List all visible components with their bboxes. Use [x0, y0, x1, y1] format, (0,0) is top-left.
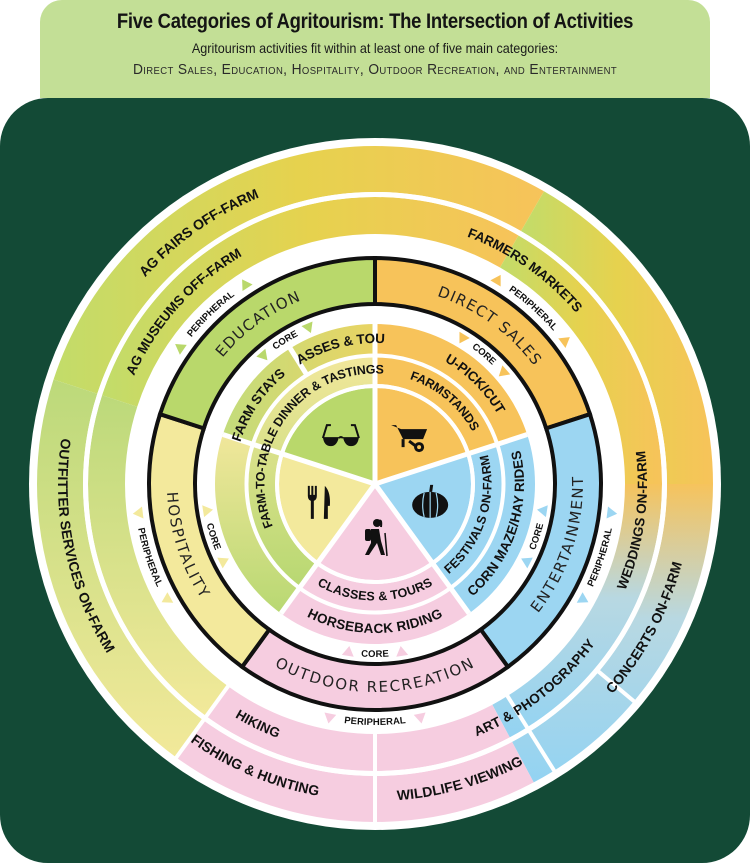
peripheral-arrow-icon [413, 712, 426, 724]
page-title: Five Categories of Agritourism: The Inte… [116, 10, 634, 33]
fork-knife-icon [307, 485, 330, 519]
glasses-icon [321, 424, 360, 447]
peripheral-ring-hospitality [87, 395, 229, 717]
core-arrow-icon [217, 557, 229, 569]
core-outer-band-outdoor-recreation [280, 589, 470, 645]
core-inner-band-entertainment [433, 444, 502, 587]
ring-divider [287, 345, 310, 377]
peripheral-ring-direct-sales [500, 235, 662, 484]
outer-ring-education-peripheral [53, 146, 544, 394]
peripheral-arrow-icon [558, 337, 570, 348]
peripheral-arrow-icon [132, 506, 144, 519]
core-inner-band-direct-sales [375, 357, 496, 454]
pumpkin-icon [412, 484, 449, 518]
page-subtitle: Agritourism activities fit within at lea… [191, 40, 559, 56]
core-arrow-icon [459, 331, 470, 344]
core-outer-band-direct-sales [375, 324, 528, 444]
rings-layer [29, 138, 721, 830]
header-banner: Five Categories of Agritourism: The Inte… [40, 0, 710, 98]
slice-divider [278, 482, 378, 615]
core-outer-band-education [222, 324, 375, 444]
ring-divider [204, 684, 231, 719]
peripheral-arrow-icon [161, 592, 174, 603]
core-arrow-icon [536, 505, 548, 518]
outer-ring-direct-sales-peripheral [521, 191, 713, 484]
peripheral-arrow-icon [576, 592, 589, 603]
outer-ring-entertainment-peripheral [512, 484, 713, 783]
peripheral-arrow-icon [324, 712, 337, 724]
wheelbarrow-icon [391, 425, 428, 453]
slice-divider [222, 432, 376, 487]
core-outer-band-entertainment [451, 434, 535, 614]
ring-divider [596, 669, 636, 704]
slice-divider [374, 432, 528, 487]
peripheral-arrow-icon [242, 279, 253, 292]
core-outer-band-hospitality [215, 434, 299, 614]
core-arrow-icon [202, 505, 214, 518]
icons-layer [307, 424, 449, 557]
categories-line: Direct Sales, Education, Hospitality, Ou… [132, 62, 618, 78]
core-inner-band-farm-to-table [247, 357, 375, 587]
core-arrow-icon [521, 557, 533, 569]
hiker-icon [365, 519, 388, 557]
outer-ring-outdoor-peripheral [176, 720, 534, 822]
peripheral-arrow-icon [606, 506, 618, 519]
category-band-education [157, 255, 377, 431]
peripheral-ring-outdoor [206, 686, 510, 771]
ring-divider [527, 729, 557, 773]
core-arrow-icon [301, 321, 313, 334]
core-arrow-icon [396, 645, 409, 657]
core-tag-outdoor-recreation: CORE [361, 648, 389, 660]
slice-divider [372, 482, 472, 615]
peripheral-arrow-icon [175, 344, 187, 355]
core-arrow-icon [256, 348, 268, 361]
peripheral-ring-education [102, 197, 519, 407]
core-arrow-icon [341, 645, 354, 657]
outer-ring-hospitality-peripheral [36, 379, 204, 758]
ring-gap [244, 353, 506, 615]
peripheral-arrow-icon [490, 274, 501, 287]
core-inner-band-outdoor-recreation [300, 564, 450, 611]
ring-divider [174, 718, 206, 760]
ring-gap [275, 384, 475, 584]
ring-divider [505, 694, 530, 730]
peripheral-ring-entertainment [492, 484, 662, 738]
peripheral-tag-outdoor-recreation: PERIPHERAL [344, 715, 407, 728]
core-arrow-icon [498, 365, 511, 377]
ring-gap [83, 192, 667, 776]
